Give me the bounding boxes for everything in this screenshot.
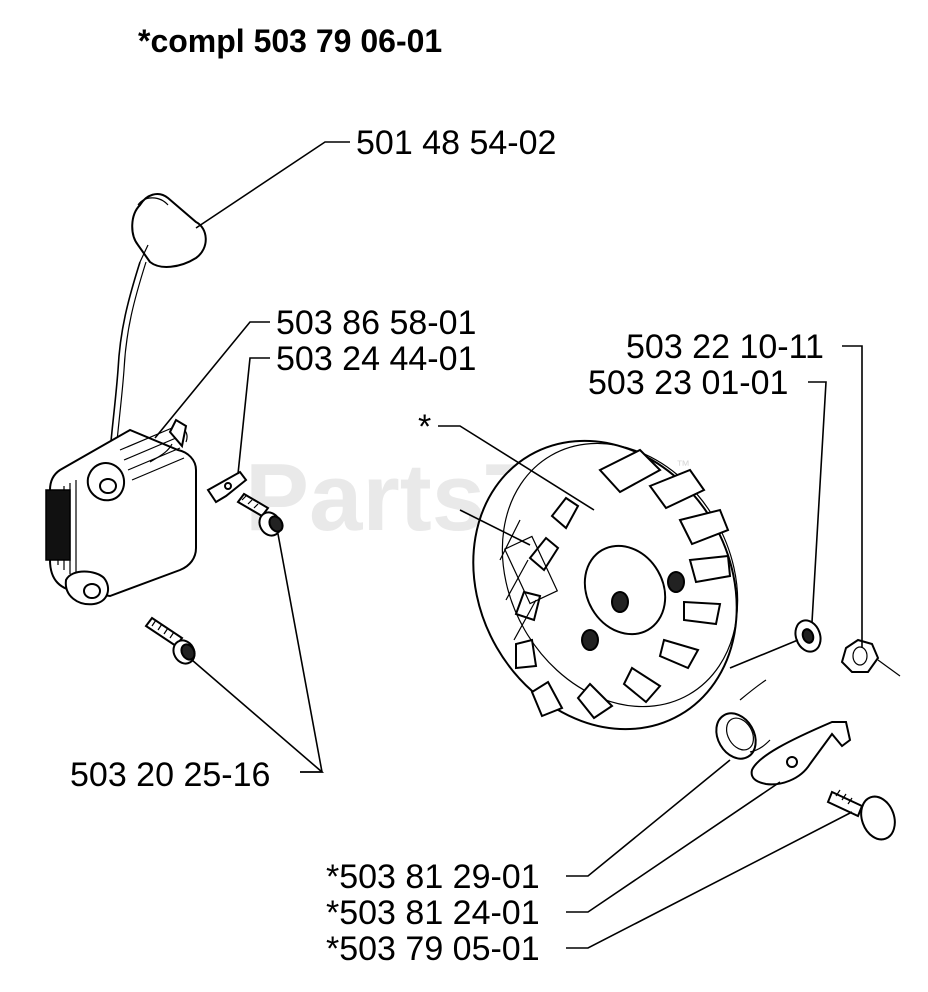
pin[interactable] bbox=[826, 789, 901, 844]
pawl[interactable] bbox=[750, 721, 852, 786]
nut[interactable] bbox=[840, 638, 880, 673]
label-screws: 503 20 25-16 bbox=[70, 756, 270, 794]
terminal-clip[interactable] bbox=[206, 470, 248, 504]
watermark-tm: ™ bbox=[676, 457, 690, 473]
label-spark-cap: 501 48 54-02 bbox=[356, 124, 556, 162]
label-ignition-wire: 503 86 58-01 bbox=[276, 304, 476, 342]
label-flywheel-star: * bbox=[418, 408, 431, 446]
label-spring: *503 81 29-01 bbox=[326, 858, 540, 896]
label-pin: *503 79 05-01 bbox=[326, 930, 540, 968]
label-washer: 503 23 01-01 bbox=[588, 364, 788, 402]
flywheel[interactable] bbox=[422, 393, 789, 778]
label-pawl: *503 81 24-01 bbox=[326, 894, 540, 932]
ignition-module[interactable] bbox=[45, 193, 207, 606]
nut-axis bbox=[877, 659, 901, 677]
screw-upper[interactable] bbox=[236, 492, 285, 539]
screw-lower[interactable] bbox=[144, 616, 199, 667]
washer[interactable] bbox=[791, 617, 824, 655]
label-nut: 503 22 10-11 bbox=[626, 328, 824, 366]
spring[interactable] bbox=[708, 679, 771, 766]
assembly-title: *compl 503 79 06-01 bbox=[138, 23, 442, 59]
label-terminal: 503 24 44-01 bbox=[276, 340, 476, 378]
leader-lines bbox=[154, 141, 863, 949]
